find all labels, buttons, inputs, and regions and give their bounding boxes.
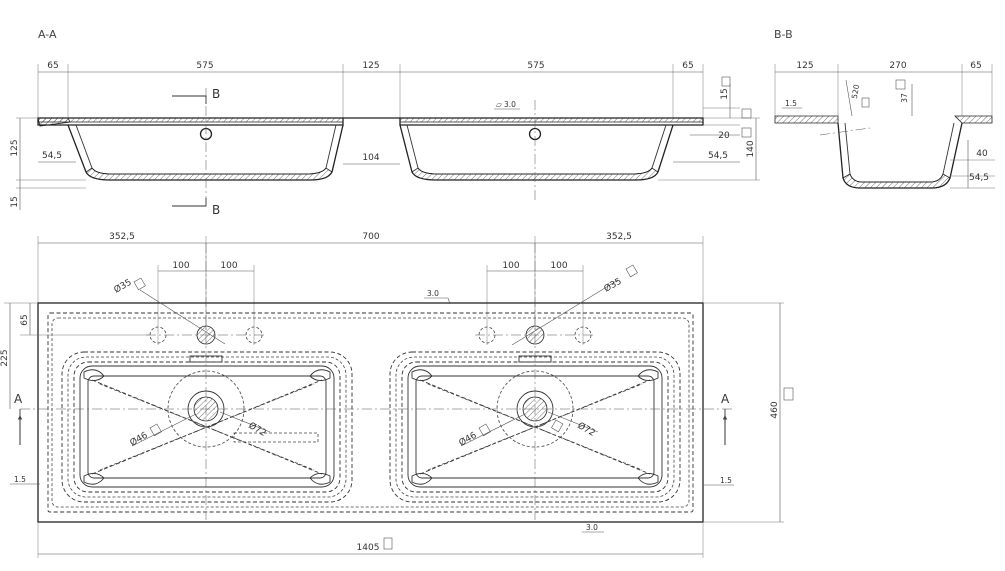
- dim-plan-352-5-right: 352,5: [606, 232, 632, 242]
- section-aa-profile: [37, 88, 704, 200]
- label-drain-large-right: Ø72: [576, 420, 598, 439]
- label-tap-hole-right: Ø35: [602, 276, 624, 295]
- section-aa-top-dimensions: 65 575 125 575 65: [37, 61, 704, 118]
- dim-bb-520: 520: [850, 84, 861, 100]
- section-bb-top-dimensions: 125 270 65: [774, 61, 993, 116]
- dim-aa-20: 20: [718, 131, 730, 141]
- label-drain-large-left: Ø72: [247, 420, 269, 439]
- cut-label-a-left: A: [14, 392, 23, 406]
- dim-aa-54-5-left: 54,5: [42, 151, 62, 161]
- section-bb: B-B 125 270 65 520 37 1.5: [774, 28, 995, 189]
- dim-aa-125-height: 125: [10, 139, 20, 156]
- cut-label-b-top: B: [212, 87, 220, 101]
- dim-aa-575-left: 575: [196, 61, 213, 71]
- tap-holes: [146, 243, 595, 520]
- plan-flatness-bottom: 3.0: [586, 523, 598, 532]
- dim-hole-spacing-left-a: 100: [172, 261, 189, 271]
- dim-aa-104: 104: [362, 153, 379, 163]
- section-bb-profile: [774, 115, 993, 189]
- plan-flatness-top: 3.0: [427, 289, 439, 298]
- dim-plan-460: 460: [770, 401, 780, 418]
- dim-aa-65-right: 65: [682, 61, 693, 71]
- dim-aa-54-5-right: 54,5: [708, 151, 728, 161]
- aa-flatness-value: 3.0: [504, 100, 516, 109]
- dim-bb-54-5: 54,5: [969, 173, 989, 183]
- bb-flatness-value: 1.5: [785, 99, 797, 108]
- dim-plan-65: 65: [20, 314, 30, 325]
- dim-aa-140: 140: [746, 140, 756, 157]
- plan-flatness-notes: 3.0 1.5 1.5 3.0: [10, 289, 734, 533]
- section-aa-right-dimensions: 15 20 54,5 140: [658, 76, 760, 181]
- section-aa-middle-dimension: 104: [343, 153, 400, 165]
- plan-top-dimensions: 352,5 700 352,5: [37, 232, 704, 330]
- section-bb-title: B-B: [774, 28, 793, 41]
- basin-left: [61, 351, 353, 503]
- label-drain-small-right: Ø46: [457, 430, 479, 449]
- dim-aa-125: 125: [362, 61, 379, 71]
- tap-hole-leaders: Ø35 Ø35: [112, 264, 638, 346]
- plan-depth-dimension: 460: [703, 302, 794, 523]
- plan-flatness-right: 1.5: [720, 476, 732, 485]
- dim-bb-125: 125: [796, 61, 813, 71]
- section-aa-left-dimensions: 125 54,5 15: [10, 117, 86, 210]
- cut-marker-a: A A: [14, 392, 735, 445]
- cut-label-b-bottom: B: [212, 203, 220, 217]
- section-aa: A-A 65 575 125 575 65: [10, 28, 760, 217]
- plan-hole-spacing: 100 100 100 100: [157, 261, 584, 345]
- section-bb-flatness: 1.5: [782, 99, 802, 109]
- dim-plan-700: 700: [362, 232, 379, 242]
- aa-flatness-symbol: ▱: [496, 100, 502, 109]
- plan-view: 352,5 700 352,5 100 100 100 100 3.0 1.5: [0, 232, 794, 558]
- section-bb-right-dimensions: 40 54,5: [950, 140, 995, 189]
- dim-hole-spacing-right-b: 100: [550, 261, 567, 271]
- aa-flatness-note: ▱ 3.0: [494, 100, 520, 110]
- dim-bb-65: 65: [970, 61, 981, 71]
- dim-bb-40: 40: [976, 149, 988, 159]
- plan-width-dimension: 1405: [37, 522, 704, 558]
- dim-bb-270: 270: [889, 61, 906, 71]
- dim-hole-spacing-left-b: 100: [220, 261, 237, 271]
- label-tap-hole-left: Ø35: [112, 277, 134, 296]
- label-drain-small-left: Ø46: [128, 430, 150, 449]
- plan-flatness-left: 1.5: [14, 475, 26, 484]
- dim-aa-575-right: 575: [527, 61, 544, 71]
- plan-left-dimensions: 65 225: [0, 302, 150, 409]
- countertop-outline: [37, 302, 704, 523]
- dim-bb-37: 37: [900, 93, 909, 103]
- dim-plan-352-5-left: 352,5: [109, 232, 135, 242]
- section-bb-angle-notes: 520 37: [845, 79, 913, 117]
- dim-aa-15-bottom: 15: [10, 196, 20, 207]
- dim-aa-65-left: 65: [47, 61, 58, 71]
- cut-label-a-right: A: [721, 392, 730, 406]
- cut-marker-b: B B: [172, 87, 220, 217]
- dim-aa-15-right: 15: [720, 88, 730, 99]
- section-aa-title: A-A: [38, 28, 57, 41]
- dim-plan-1405: 1405: [357, 543, 380, 553]
- dim-plan-225: 225: [0, 349, 10, 366]
- dim-hole-spacing-right-a: 100: [502, 261, 519, 271]
